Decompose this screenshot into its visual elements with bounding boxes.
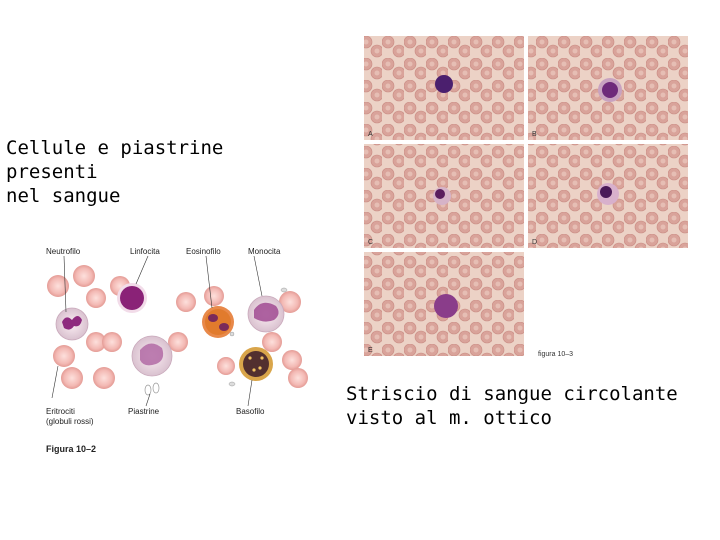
micrograph-panel-d: D — [528, 144, 688, 248]
label-neutrophil: Neutrofilo — [46, 247, 81, 256]
svg-text:A: A — [368, 131, 373, 138]
caption-right: Striscio di sangue circolante visto al m… — [346, 383, 678, 429]
label-erythrocytes-sub: (globuli rossi) — [46, 417, 94, 426]
leader-lines — [51, 255, 263, 407]
label-monocyte: Monocita — [248, 247, 281, 256]
label-platelets: Piastrine — [128, 407, 160, 416]
label-eosinophil: Eosinofilo — [186, 247, 221, 256]
monocyte — [247, 295, 285, 333]
svg-text:B: B — [532, 131, 537, 138]
blood-smear-micrographs: A B C D E figura 10–3 — [360, 36, 690, 360]
svg-text:C: C — [368, 239, 373, 246]
label-erythrocytes: Eritrociti — [46, 407, 75, 416]
label-basophil: Basofilo — [236, 407, 265, 416]
caption-left: Cellule e piastrine presenti nel sangue — [6, 137, 224, 207]
micrograph-panel-b: B — [528, 36, 688, 140]
erythrocytes — [47, 265, 308, 389]
eosinophil — [202, 306, 234, 338]
figure-label-10-2: Figura 10–2 — [46, 444, 96, 454]
micrograph-panel-a: A — [364, 36, 524, 140]
basophil — [239, 347, 273, 381]
micrograph-panel-e: E — [364, 252, 524, 356]
figure-label-10-3: figura 10–3 — [538, 351, 573, 358]
micrograph-panel-c: C — [364, 144, 524, 248]
lymphocyte — [117, 283, 147, 313]
svg-text:D: D — [532, 239, 537, 246]
label-lymphocyte: Linfocita — [130, 247, 160, 256]
svg-text:E: E — [368, 347, 373, 354]
platelets — [144, 287, 288, 396]
blood-cells-illustration: Neutrofilo Linfocita Eosinofilo Monocita… — [36, 238, 318, 460]
neutrophil — [55, 307, 89, 341]
leukocyte-large — [131, 335, 173, 377]
